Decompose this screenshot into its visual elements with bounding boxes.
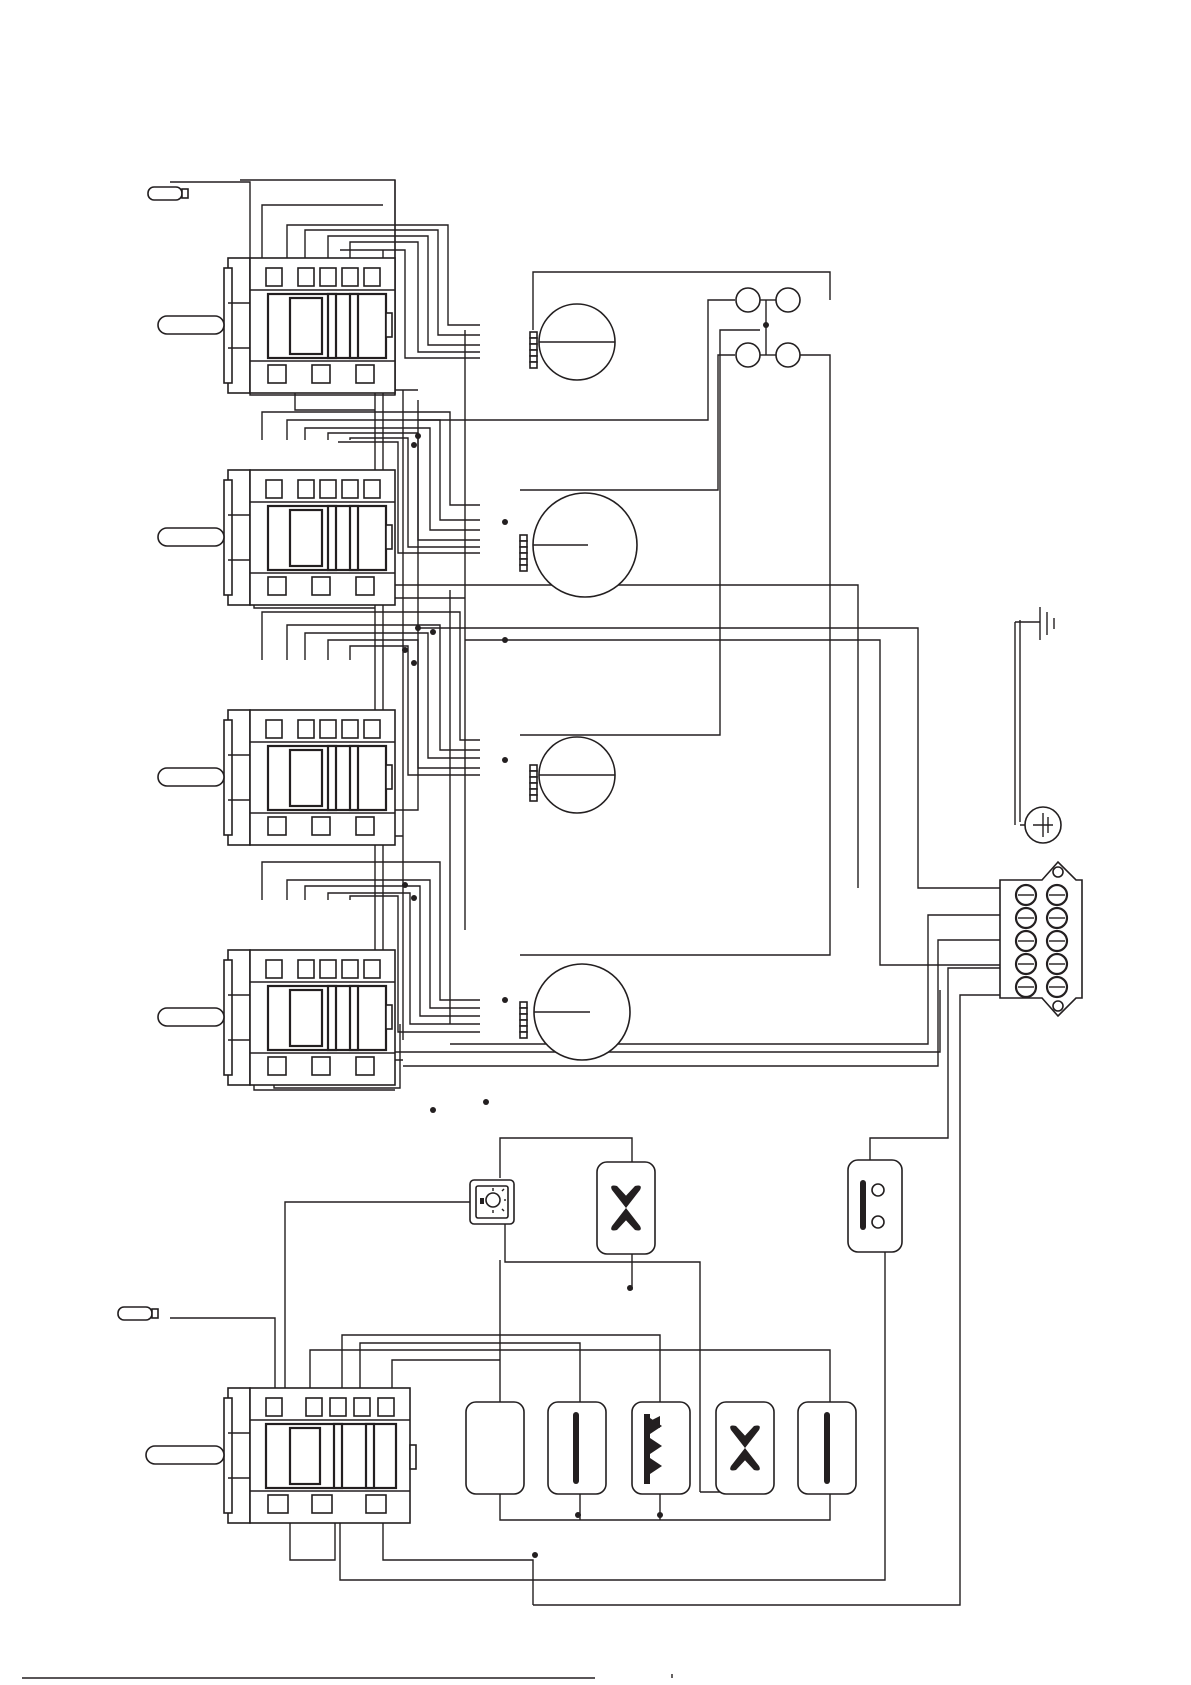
thermostat-device	[848, 1160, 902, 1252]
page-rule	[22, 1674, 672, 1678]
hotplate-1	[530, 304, 615, 380]
bottom-element	[798, 1402, 856, 1494]
blank-element	[466, 1402, 524, 1494]
hotplate-2	[520, 493, 637, 597]
terminal-block	[1000, 862, 1082, 1016]
hotplate-3	[530, 737, 615, 813]
oven-selector-switch	[146, 1388, 416, 1523]
earth-icon	[1025, 807, 1061, 843]
hob-switch-4	[158, 950, 395, 1085]
fan-motor	[597, 1162, 655, 1254]
fan-element	[716, 1402, 774, 1494]
oven-lamp-icon	[470, 1180, 514, 1224]
top-element	[548, 1402, 606, 1494]
hob-switch-2	[158, 470, 395, 605]
plug-oven	[118, 1307, 158, 1320]
hob-switch-3	[158, 710, 395, 845]
hob-switch-1	[158, 258, 395, 393]
grill-element	[632, 1402, 690, 1494]
hotplate-4	[520, 964, 630, 1060]
plug-top	[148, 187, 188, 200]
ground-icon	[1040, 607, 1054, 640]
